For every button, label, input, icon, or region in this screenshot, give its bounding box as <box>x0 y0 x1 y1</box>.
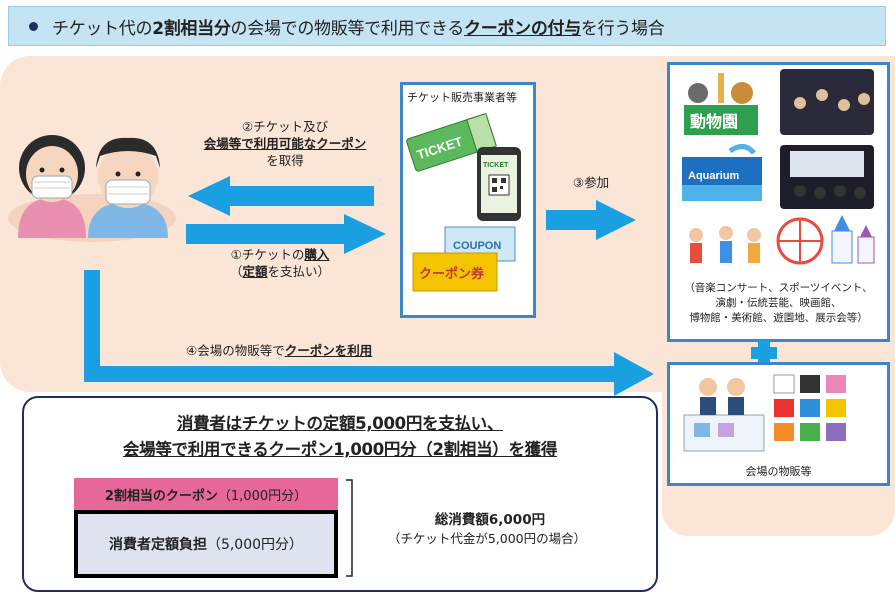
svg-text:クーポン券: クーポン券 <box>419 266 485 281</box>
summary-line-2: 会場等で利用できるクーポン1,000円分（2割相当）を獲得 <box>122 440 558 459</box>
venues-panel: 動物園 Aquarium <box>667 62 890 342</box>
smartphone-icon: TICKET <box>477 147 521 221</box>
svg-text:動物園: 動物園 <box>690 112 738 131</box>
total-bracket <box>346 479 353 577</box>
obtain-label: ②チケット及び 会場等で利用可能なクーポン を取得 <box>203 119 367 168</box>
zoo-icon: 動物園 <box>684 73 758 135</box>
total-consumption-title: 総消費額6,000円 <box>434 512 546 528</box>
header-title: チケット代の2割相当分の会場での物販等で利用できるクーポンの付与を行う場合 <box>52 18 665 39</box>
bullet-icon <box>29 21 38 31</box>
total-consumption-note: （チケット代金が5,000円の場合） <box>387 531 587 546</box>
plus-icon-bar <box>751 347 777 359</box>
svg-text:COUPON: COUPON <box>453 240 501 252</box>
header-banner: チケット代の2割相当分の会場での物販等で利用できるクーポンの付与を行う場合 <box>8 6 886 46</box>
attend-arrow <box>546 200 636 240</box>
consumers-illustration <box>8 135 176 242</box>
seller-panel: チケット販売事業者等 TICKET TICKET COUPON クーポン券 <box>400 82 536 318</box>
goods-caption: 会場の物販等 <box>745 465 812 478</box>
svg-text:TICKET: TICKET <box>483 162 509 169</box>
amusement-park-icon <box>776 215 875 265</box>
cinema-icon <box>780 145 874 209</box>
coupon-bar: 2割相当のクーポン（1,000円分） <box>74 478 338 510</box>
ticket-icon: TICKET <box>406 112 497 172</box>
seller-items-illustration: TICKET TICKET COUPON クーポン券 <box>406 112 521 292</box>
aquarium-icon: Aquarium <box>682 144 762 201</box>
obtain-arrow <box>188 176 374 216</box>
venue-types-list: （音楽コンサート、スポーツイベント、 演劇・伝統芸能、映画館、 博物館・美術館、… <box>684 282 873 324</box>
woman-icon <box>18 135 86 238</box>
venues-illustration: 動物園 Aquarium <box>682 69 875 265</box>
coupon-ticket-icon: クーポン券 <box>412 252 498 292</box>
summary-box: 消費者はチケットの定額5,000円を支払い、 会場等で利用できるクーポン1,00… <box>22 396 658 592</box>
svg-text:Aquarium: Aquarium <box>688 170 740 182</box>
merchandise-illustration <box>683 374 846 452</box>
attend-label: ③参加 <box>572 175 610 190</box>
shop-staff-icon <box>683 378 765 452</box>
purchase-label: ①チケットの購入 （定額を支払い） <box>229 247 331 279</box>
man-icon <box>88 137 168 238</box>
tshirts-icon <box>773 374 846 441</box>
summary-line-1: 消費者はチケットの定額5,000円を支払い、 <box>176 414 504 433</box>
use-label: ④会場の物販等でクーポンを利用 <box>186 343 373 358</box>
seller-title: チケット販売事業者等 <box>407 91 517 104</box>
theater-icon <box>780 69 874 135</box>
goods-panel: 会場の物販等 <box>667 362 890 486</box>
sports-event-icon <box>689 226 761 263</box>
purchase-arrow <box>186 214 386 254</box>
use-arrow <box>84 270 654 396</box>
consumer-payment-bar: 消費者定額負担（5,000円分） <box>74 510 338 578</box>
